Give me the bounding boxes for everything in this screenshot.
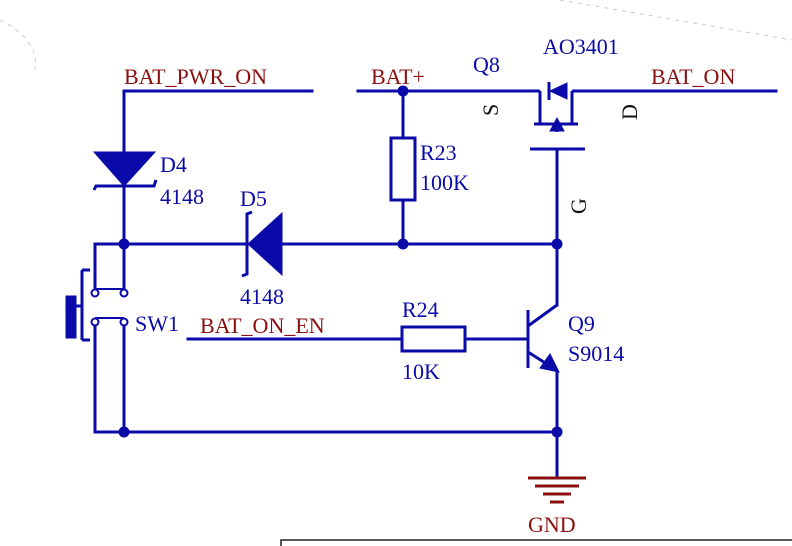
resistor-r24-body: [400, 325, 467, 353]
sw1-contact: [90, 288, 100, 298]
q8-designator: Q8: [473, 52, 500, 77]
net-bat-on-en[interactable]: BAT_ON_EN: [186, 313, 402, 341]
diode-d4-cathode: [92, 179, 158, 191]
transistor-q8[interactable]: Q8 AO3401 S D G: [473, 34, 642, 214]
diode-d5-body: [247, 211, 283, 277]
q8-diode-arrow: [548, 82, 568, 100]
q9-emitter-arrow: [539, 353, 560, 373]
sw1-designator: SW1: [135, 311, 179, 336]
d4-value: 4148: [160, 184, 204, 209]
text-frame: [280, 539, 792, 546]
junction-dot: [118, 238, 130, 250]
net-bat-plus[interactable]: BAT+: [356, 64, 526, 93]
junction-dot: [551, 426, 563, 438]
gnd-symbol[interactable]: GND: [528, 476, 586, 537]
net-label-bat-on-en: BAT_ON_EN: [200, 313, 325, 338]
q8-pin-d: D: [617, 104, 642, 120]
junction-dot: [551, 238, 563, 250]
r23-designator: R23: [420, 140, 457, 165]
junction-dot: [397, 85, 409, 97]
sw1-contact: [119, 317, 129, 327]
switch-sw1[interactable]: SW1: [65, 268, 179, 342]
q8-pin-s: S: [478, 104, 503, 116]
d5-value: 4148: [240, 284, 284, 309]
background-dash: [0, 19, 37, 71]
resistor-r24[interactable]: R24 10K: [400, 297, 467, 384]
q8-part-number: AO3401: [543, 34, 619, 59]
r23-value: 100K: [420, 170, 469, 195]
resistor-r23[interactable]: R23 100K: [389, 136, 469, 202]
r24-value: 10K: [402, 359, 440, 384]
net-bat-pwr-on[interactable]: BAT_PWR_ON: [122, 64, 314, 93]
diode-d5-cathode: [241, 210, 253, 278]
d5-designator: D5: [240, 186, 267, 211]
d4-designator: D4: [160, 152, 187, 177]
q8-body-arrow: [549, 116, 565, 132]
junctions: [118, 85, 563, 438]
q9-designator: Q9: [568, 311, 595, 336]
sw1-contact: [90, 317, 100, 327]
net-bat-on[interactable]: BAT_ON: [586, 64, 778, 93]
diode-d4[interactable]: D4 4148: [92, 151, 204, 209]
background-dash: [559, 0, 792, 41]
junction-dot: [397, 238, 409, 250]
net-label-bat-plus: BAT+: [371, 64, 425, 89]
wires: [93, 89, 559, 480]
q9-collector: [527, 303, 558, 328]
diode-d5[interactable]: D5 4148: [240, 186, 284, 309]
diode-d4-body: [92, 151, 157, 187]
resistor-r23-body: [389, 136, 417, 202]
junction-dot: [118, 426, 130, 438]
transistor-q9[interactable]: Q9 S9014: [526, 303, 624, 373]
q9-part-number: S9014: [568, 341, 624, 366]
net-label-bat-pwr-on: BAT_PWR_ON: [124, 64, 267, 89]
sw1-actuator: [65, 295, 77, 339]
net-label-gnd: GND: [528, 512, 576, 537]
net-label-bat-on: BAT_ON: [651, 64, 735, 89]
q8-pin-g: G: [566, 198, 591, 214]
r24-designator: R24: [402, 297, 439, 322]
sw1-contact: [119, 288, 129, 298]
